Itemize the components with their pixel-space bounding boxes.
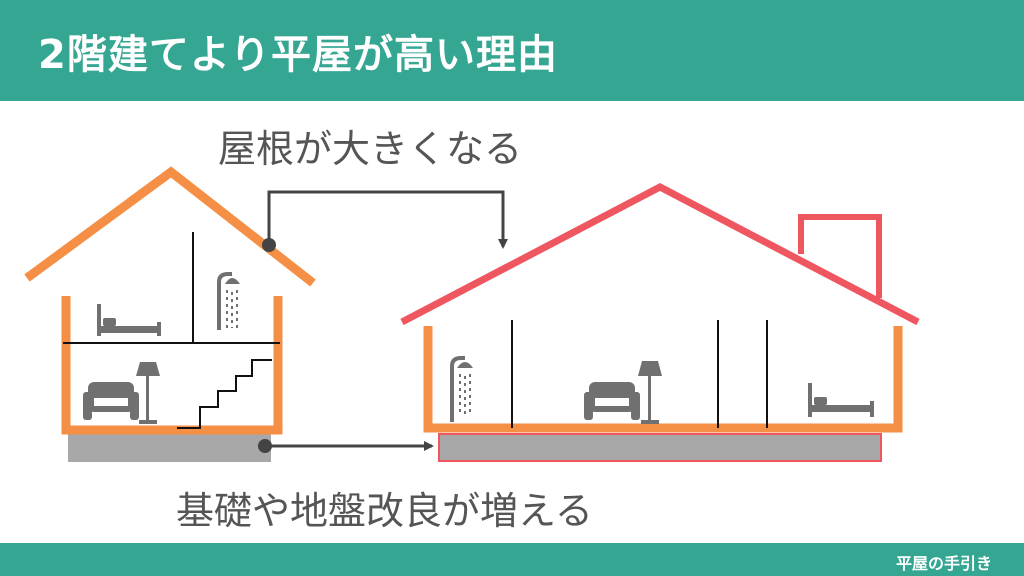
label-foundation-increase: 基礎や地盤改良が増える	[176, 489, 593, 533]
two-story-walls	[61, 296, 283, 435]
foundation-arrow	[258, 439, 434, 453]
armchair-icon	[584, 382, 640, 420]
label-roof-larger: 屋根が大きくなる	[218, 127, 523, 171]
single-story-partitions	[511, 320, 768, 428]
shower-icon	[450, 356, 473, 422]
page-title: 2階建てより平屋が高い理由	[38, 32, 559, 78]
arrow-icon	[267, 190, 508, 249]
footer-bar: 平屋の手引き	[0, 543, 1024, 576]
single-story-roof	[400, 183, 920, 326]
bed-icon	[97, 304, 161, 336]
stairs-icon	[177, 359, 272, 429]
single-story-house	[400, 183, 920, 462]
header-bar: 2階建てより平屋が高い理由	[0, 0, 1024, 101]
armchair-icon	[83, 382, 139, 420]
bed-icon	[808, 383, 874, 417]
chimney-icon	[798, 214, 882, 298]
shower-icon	[217, 272, 240, 330]
floor-lamp-icon	[638, 361, 662, 424]
single-story-foundation	[438, 433, 882, 462]
single-story-walls	[423, 326, 903, 433]
two-story-foundation	[68, 434, 271, 462]
floor-lamp-icon	[136, 362, 160, 424]
roof-arrow	[262, 190, 508, 252]
footer-brand: 平屋の手引き	[895, 554, 992, 573]
